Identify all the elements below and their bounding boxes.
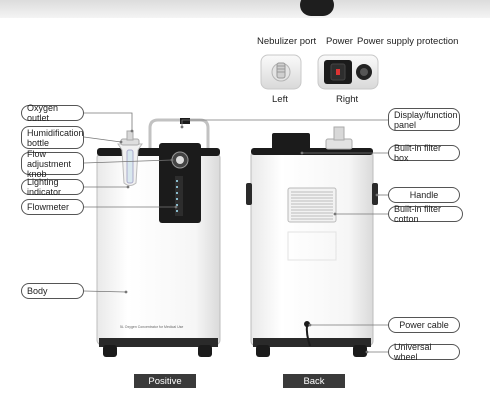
humidification-bottle-callout: Humidification bottle — [21, 126, 84, 149]
built-in-filter-box-label: Built-in filter box — [394, 143, 442, 163]
power-cable-callout: Power cable — [388, 317, 460, 333]
positive-caption: Positive — [134, 374, 196, 388]
front-device — [96, 118, 221, 357]
nebulizer-port-label: Nebulizer port — [257, 36, 317, 47]
body-callout: Body — [21, 283, 84, 299]
back-device — [246, 126, 378, 357]
built-in-filter-cotton-label: Built-in filter cotton — [394, 204, 442, 224]
body-label: Body — [27, 286, 48, 296]
universal-wheel-label: Universal wheel — [394, 342, 432, 362]
flowmeter-label: Flowmeter — [27, 202, 70, 212]
flow-adjustment-knob-label: Flow adjustment knob — [27, 148, 72, 179]
power-switch-photo — [317, 54, 379, 90]
display-function-panel-callout: Display/function panel — [388, 108, 460, 131]
lighting-indicator-callout: Lighting indicator — [21, 177, 84, 197]
handle-callout: Handle — [388, 187, 460, 203]
left-label: Left — [272, 94, 288, 105]
built-in-filter-cotton-callout: Built-in filter cotton — [388, 204, 463, 224]
flow-adjustment-knob-callout: Flow adjustment knob — [21, 149, 84, 179]
top-device-knob — [300, 0, 334, 16]
handle-label: Handle — [409, 190, 439, 200]
humidification-bottle-label: Humidification bottle — [27, 127, 84, 148]
back-caption: Back — [283, 374, 345, 388]
top-banner-strip — [0, 0, 490, 18]
front-model-text: 5L Oxygen Concentrator for Medical Use — [120, 325, 184, 329]
built-in-filter-box-callout: Built-in filter box — [388, 143, 460, 163]
power-cable-label: Power cable — [399, 320, 449, 330]
display-function-panel-label: Display/function panel — [394, 109, 458, 130]
flowmeter-callout: Flowmeter — [21, 199, 84, 215]
oxygen-outlet-callout: Oxygen outlet — [21, 103, 84, 123]
power-supply-protection-label: Power supply protection — [357, 36, 459, 47]
lighting-indicator-label: Lighting indicator — [27, 177, 62, 197]
oxygen-outlet-label: Oxygen outlet — [27, 103, 59, 123]
right-label: Right — [336, 94, 359, 105]
power-label: Power — [326, 36, 353, 47]
universal-wheel-callout: Universal wheel — [388, 342, 460, 362]
nebulizer-port-photo — [260, 54, 302, 90]
